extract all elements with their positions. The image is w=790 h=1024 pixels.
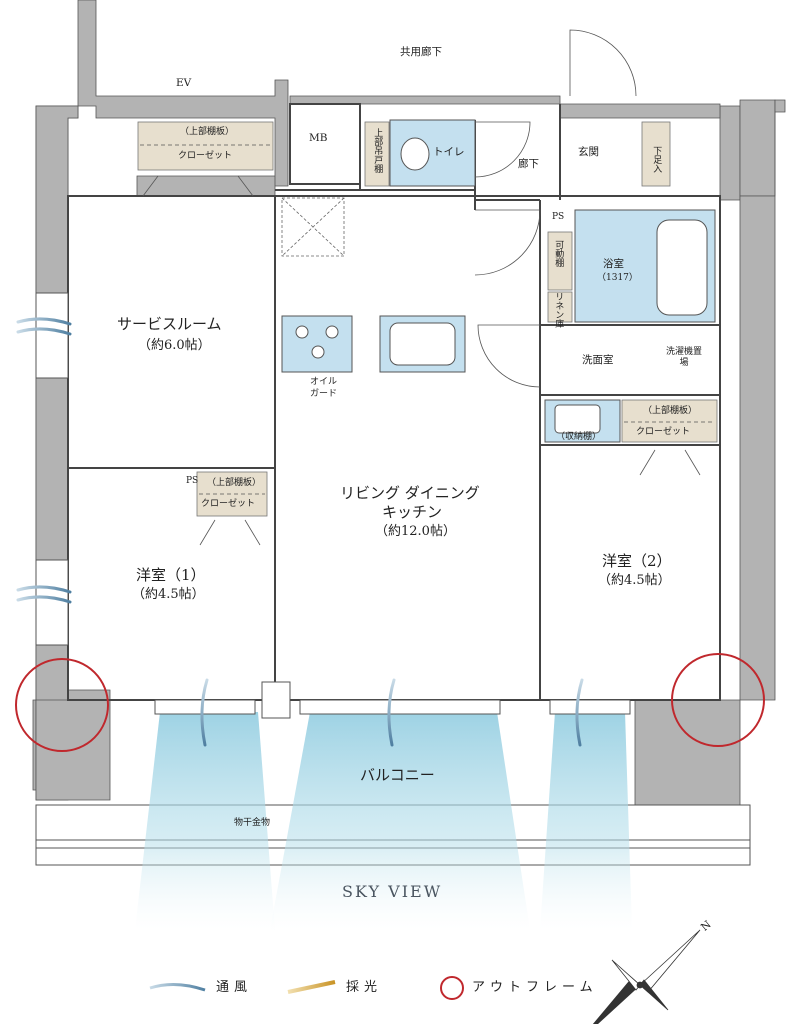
sky-view-beams <box>135 712 632 930</box>
balcony-label: バルコニー <box>360 766 435 784</box>
hall-label: 廊下 <box>518 158 539 170</box>
closets <box>137 121 718 517</box>
bath-label: 浴室 <box>603 258 624 270</box>
ldk-area-label: （約12.0帖） <box>375 524 456 539</box>
western2-area-label: （約4.5帖） <box>598 573 671 588</box>
closet-dashes <box>140 144 715 495</box>
storage-cross <box>281 197 345 257</box>
ldk-label: リビング ダイニング <box>340 484 480 502</box>
mb-box <box>289 103 361 185</box>
fixtures <box>295 137 708 434</box>
closet-3-label: クローゼット <box>636 427 691 437</box>
shoe-storage-label: 下足入 <box>651 146 662 173</box>
mb-label: MB <box>309 132 328 144</box>
compass-icon <box>592 929 701 1024</box>
windows <box>35 292 631 719</box>
hanger-label: 物干金物 <box>234 818 271 828</box>
legend-wind-label: 通風 <box>216 980 253 995</box>
oil-guard-label-2: ガード <box>310 389 338 399</box>
bath-size-label: （1317） <box>597 273 638 283</box>
corridor-label: 共用廊下 <box>400 46 442 58</box>
service-room-area-label: （約6.0帖） <box>138 338 211 353</box>
entrance-label: 玄関 <box>578 146 599 158</box>
ps-top-label: PS <box>552 212 565 222</box>
oil-guard-label: オイル <box>310 377 338 387</box>
wind-light-marks <box>16 317 599 747</box>
legend-outframe-label: アウトフレーム <box>472 980 598 995</box>
upper-shelf-toilet-label: 上部吊戸棚 <box>372 128 383 173</box>
washroom-label: 洗面室 <box>582 354 614 366</box>
doors <box>142 29 701 546</box>
ev-label: EV <box>176 77 192 89</box>
closet-1-label: クローゼット <box>178 151 233 161</box>
closet-2-label: クローゼット <box>201 499 256 509</box>
upper-shelf-3-label: （上部棚板） <box>643 406 698 416</box>
legend-marks <box>149 976 464 1000</box>
movable-shelf-label: 可動棚 <box>553 240 564 267</box>
western1-area-label: （約4.5帖） <box>132 587 205 602</box>
outframe-circles <box>15 653 765 752</box>
ldk-label-2: キッチン <box>382 503 443 521</box>
storage-box-label: （収納棚） <box>556 432 602 442</box>
legend-light-label: 採光 <box>346 980 383 995</box>
washer-label: 洗濯機置場 <box>666 347 703 369</box>
linen-label: リネン庫 <box>553 292 564 328</box>
ps-mid-label: PS <box>186 476 199 486</box>
western2-label: 洋室（2） <box>602 552 672 570</box>
western1-label: 洋室（1） <box>136 566 206 584</box>
sky-view-label: SKY VIEW <box>342 882 443 901</box>
toilet-label: トイレ <box>433 146 465 158</box>
upper-shelf-2-label: （上部棚板） <box>207 478 262 488</box>
service-room-label: サービスルーム <box>117 315 222 333</box>
upper-shelf-1-label: （上部棚板） <box>180 127 235 137</box>
